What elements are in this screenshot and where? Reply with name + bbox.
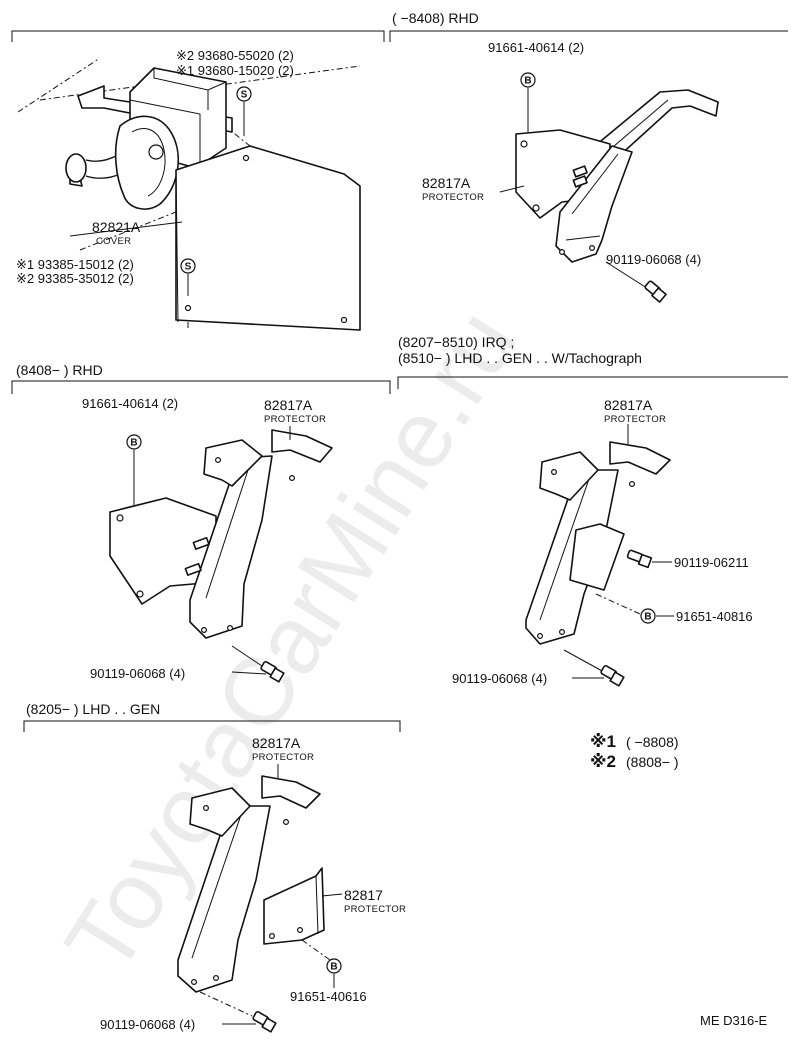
bolt-icon [626,549,653,569]
note-1-mark: ※1 [590,732,616,751]
protector-part-number: 82817A [252,735,301,751]
section-rhd-early: ( −8408) RHD B 91661-40614 (2) 82817A PR [392,10,719,303]
bolt-part-number-top: 91661-40614 (2) [82,396,178,411]
top-flange [609,441,671,475]
section-header-lhd-gen: (8205− ) LHD . . GEN [26,701,160,717]
tachograph-box [569,523,625,591]
section-rhd-late: (8408− ) RHD B 91661-40614 (2) 8281 [16,362,333,683]
bolt-part-number-bottom: 90119-06068 (4) [452,671,547,686]
protector-part-number: 82817A [422,175,471,191]
protector-2-part-name: PROTECTOR [344,904,406,915]
nut-part-number-1: ※1 93680-15020 (2) [176,63,294,78]
cover-panel [175,145,361,331]
note-2-range: (8808− ) [626,754,679,770]
top-flange [261,775,321,809]
protector-part-name: PROTECTOR [252,752,314,763]
bolt-part-number-bottom: 90119-06068 (4) [90,666,185,681]
harness-clamp [114,115,179,210]
protector-part-name: PROTECTOR [422,192,484,203]
note-1-range: ( −8808) [626,734,679,750]
b-marker: B [130,438,137,449]
bolt-part-number-top: 91661-40614 (2) [488,40,584,55]
bolt-part-number-right: 91651-40816 [676,609,753,624]
mounting-plate [109,497,217,605]
b-marker: B [644,612,651,623]
section-cover-assembly: S S ※2 93680-55020 (2) ※1 93680-15020 (2… [16,48,361,331]
section-header-rhd-early: ( −8408) RHD [392,10,479,26]
top-flange [271,429,333,463]
s-marker-lower: S [185,262,192,273]
section-lhd-gen: (8205− ) LHD . . GEN B 82817A PROTE [26,701,406,1033]
bolt-icon [260,660,285,683]
protector-part-number: 82817A [264,397,313,413]
figure-code: ME D316-E [700,1013,768,1028]
note-2-mark: ※2 [590,752,616,771]
protector-part-name: PROTECTOR [604,414,666,425]
b-marker: B [524,76,531,87]
protector-part-number: 82817A [604,397,653,413]
cover-part-name: COVER [96,236,131,247]
nut-part-number-2: ※2 93680-55020 (2) [176,48,294,63]
bolt-part-number-mid: 90119-06211 [674,555,749,570]
section-header-rhd-late: (8408− ) RHD [16,362,103,378]
bolt-icon [252,1010,277,1033]
protector-2-part-number: 82817 [344,887,383,903]
section-lhd-tachograph: (8207−8510) IRQ ; (8510− ) LHD . . GEN .… [398,334,753,687]
cover-part-number: 82821A [92,219,141,235]
protector-part-name: PROTECTOR [264,414,326,425]
section-header-irq: (8207−8510) IRQ ; [398,334,514,350]
s-marker-upper: S [241,90,248,101]
section-brackets [11,30,788,732]
bolt-part-number-bottom: 90119-06068 (4) [100,1017,195,1032]
bolt-icon [644,280,667,303]
bolt-part-number-bottom: 90119-06068 (4) [606,252,701,267]
protector-plate [263,867,325,945]
bolt-icon [600,664,625,687]
bolt-part-number-right: 91651-40616 [290,989,367,1004]
section-header-lhd-tachograph: (8510− ) LHD . . GEN . . W/Tachograph [398,350,642,366]
b-marker: B [330,962,337,973]
screw-part-number-2: ※2 93385-35012 (2) [16,271,134,286]
legend-notes: ※1 ( −8808) ※2 (8808− ) [590,732,679,771]
screw-part-number-1: ※1 93385-15012 (2) [16,257,134,272]
